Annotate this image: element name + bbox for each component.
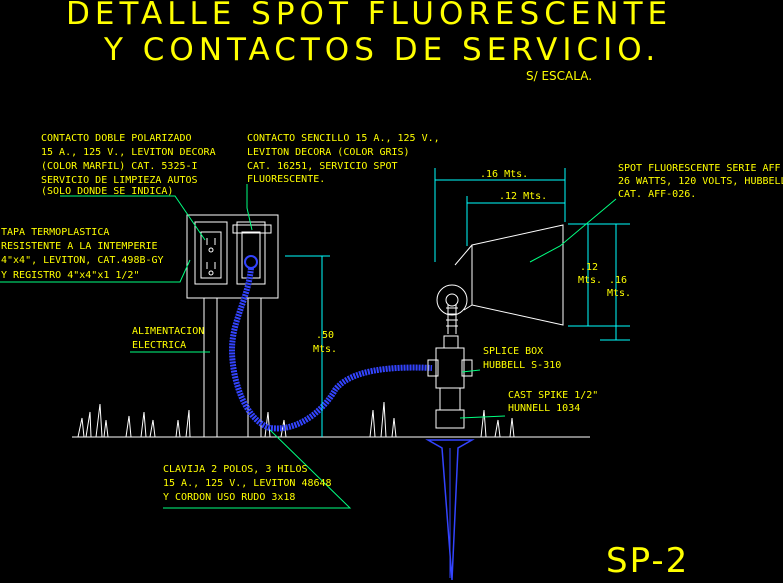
note-tapa-line: TAPA TERMOPLASTICA	[1, 227, 109, 238]
note-alimentacion: ALIMENTACION ELECTRICA	[132, 326, 204, 351]
dim-width-face: .12 Mts.	[499, 191, 547, 202]
dimension-lines	[285, 168, 630, 437]
note-spike-line: HUNNELL 1034	[508, 403, 580, 414]
note-clavija-line: 15 A., 125 V., LEVITON 48648	[163, 478, 332, 489]
post-left	[203, 297, 218, 438]
title-line2: Y CONTACTOS DE SERVICIO.	[103, 32, 660, 68]
cover-hinge	[232, 224, 272, 234]
stem	[447, 304, 457, 334]
dim-height-total-unit: Mts.	[607, 288, 631, 299]
note-contacto-sencillo-line: CAT. 16251, SERVICIO SPOT	[247, 161, 398, 172]
note-splice: SPLICE BOX HUBBELL S-310	[483, 346, 561, 371]
note-contacto-doble: CONTACTO DOBLE POLARIZADO 15 A., 125 V.,…	[41, 133, 216, 197]
leader-lines	[0, 184, 617, 509]
note-contacto-sencillo-line: CONTACTO SENCILLO 15 A., 125 V.,	[247, 133, 440, 144]
note-contacto-doble-line: (SOLO DONDE SE INDICA)	[41, 186, 173, 197]
note-contacto-doble-line: SERVICIO DE LIMPIEZA AUTOS	[41, 175, 198, 186]
note-contacto-sencillo-line: LEVITON DECORA (COLOR GRIS)	[247, 147, 410, 158]
note-contacto-sencillo: CONTACTO SENCILLO 15 A., 125 V., LEVITON…	[247, 133, 440, 185]
registro-box	[186, 214, 279, 299]
note-splice-line: SPLICE BOX	[483, 346, 543, 357]
dim-height-face-unit: Mts.	[578, 275, 602, 286]
power-cord	[228, 267, 433, 432]
note-tapa-line: Y REGISTRO 4"x4"x1 1/2"	[1, 270, 139, 281]
dim-height-total: .16	[609, 275, 627, 286]
note-spot: SPOT FLUORESCENTE SERIE AFF 26 WATTS, 12…	[618, 163, 783, 200]
note-spike: CAST SPIKE 1/2" HUNNELL 1034	[508, 390, 598, 414]
note-contacto-doble-line: CONTACTO DOBLE POLARIZADO	[41, 133, 192, 144]
title-line1: DETALLE SPOT FLUORESCENTE	[66, 0, 672, 32]
dim-width-total: .16 Mts.	[480, 169, 528, 180]
note-tapa-line: 4"x4", LEVITON, CAT.498B-GY	[1, 255, 164, 266]
note-splice-line: HUBBELL S-310	[483, 360, 561, 371]
note-spot-line: 26 WATTS, 120 VOLTS, HUBBELL	[618, 176, 783, 187]
spot-knuckle	[436, 284, 468, 316]
spike-collar	[435, 409, 465, 429]
note-spot-line: SPOT FLUORESCENTE SERIE AFF	[618, 163, 781, 174]
splice-box-port-right	[461, 359, 473, 377]
note-tapa-line: RESISTENTE A LA INTEMPERIE	[1, 241, 158, 252]
sheet-id: SP-2	[606, 541, 689, 581]
note-tapa: TAPA TERMOPLASTICA RESISTENTE A LA INTEM…	[1, 227, 164, 281]
splice-box-top	[443, 335, 459, 349]
grass-marks	[77, 401, 515, 438]
spike-neck	[439, 387, 461, 411]
dim-post-height-unit: Mts.	[313, 344, 337, 355]
dim-height-face: .12	[580, 262, 598, 273]
spot-housing	[471, 224, 564, 326]
spot-yoke	[454, 244, 473, 311]
spot-knuckle-inner	[445, 293, 459, 307]
note-clavija: CLAVIJA 2 POLOS, 3 HILOS 15 A., 125 V., …	[163, 464, 332, 503]
duplex-receptacle	[200, 231, 222, 279]
note-clavija-line: Y CORDON USO RUDO 3x18	[163, 492, 295, 503]
note-spike-line: CAST SPIKE 1/2"	[508, 390, 598, 401]
note-contacto-doble-line: 15 A., 125 V., LEVITON DECORA	[41, 147, 216, 158]
note-spot-line: CAT. AFF-026.	[618, 189, 696, 200]
note-clavija-line: CLAVIJA 2 POLOS, 3 HILOS	[163, 464, 308, 475]
note-contacto-sencillo-line: FLUORESCENTE.	[247, 174, 325, 185]
note-alimentacion-line: ALIMENTACION	[132, 326, 204, 337]
splice-box	[435, 347, 465, 389]
duplex-cover	[194, 221, 228, 285]
stem-threads	[446, 307, 458, 327]
scale-label: S/ ESCALA.	[526, 69, 592, 83]
note-contacto-doble-line: (COLOR MARFIL) CAT. 5325-I	[41, 161, 198, 172]
splice-box-port	[427, 359, 439, 377]
note-alimentacion-line: ELECTRICA	[132, 340, 186, 351]
dim-post-height: .50	[316, 330, 334, 341]
cast-spike	[425, 439, 475, 581]
duplex-slots	[206, 238, 216, 276]
plug	[244, 255, 258, 269]
